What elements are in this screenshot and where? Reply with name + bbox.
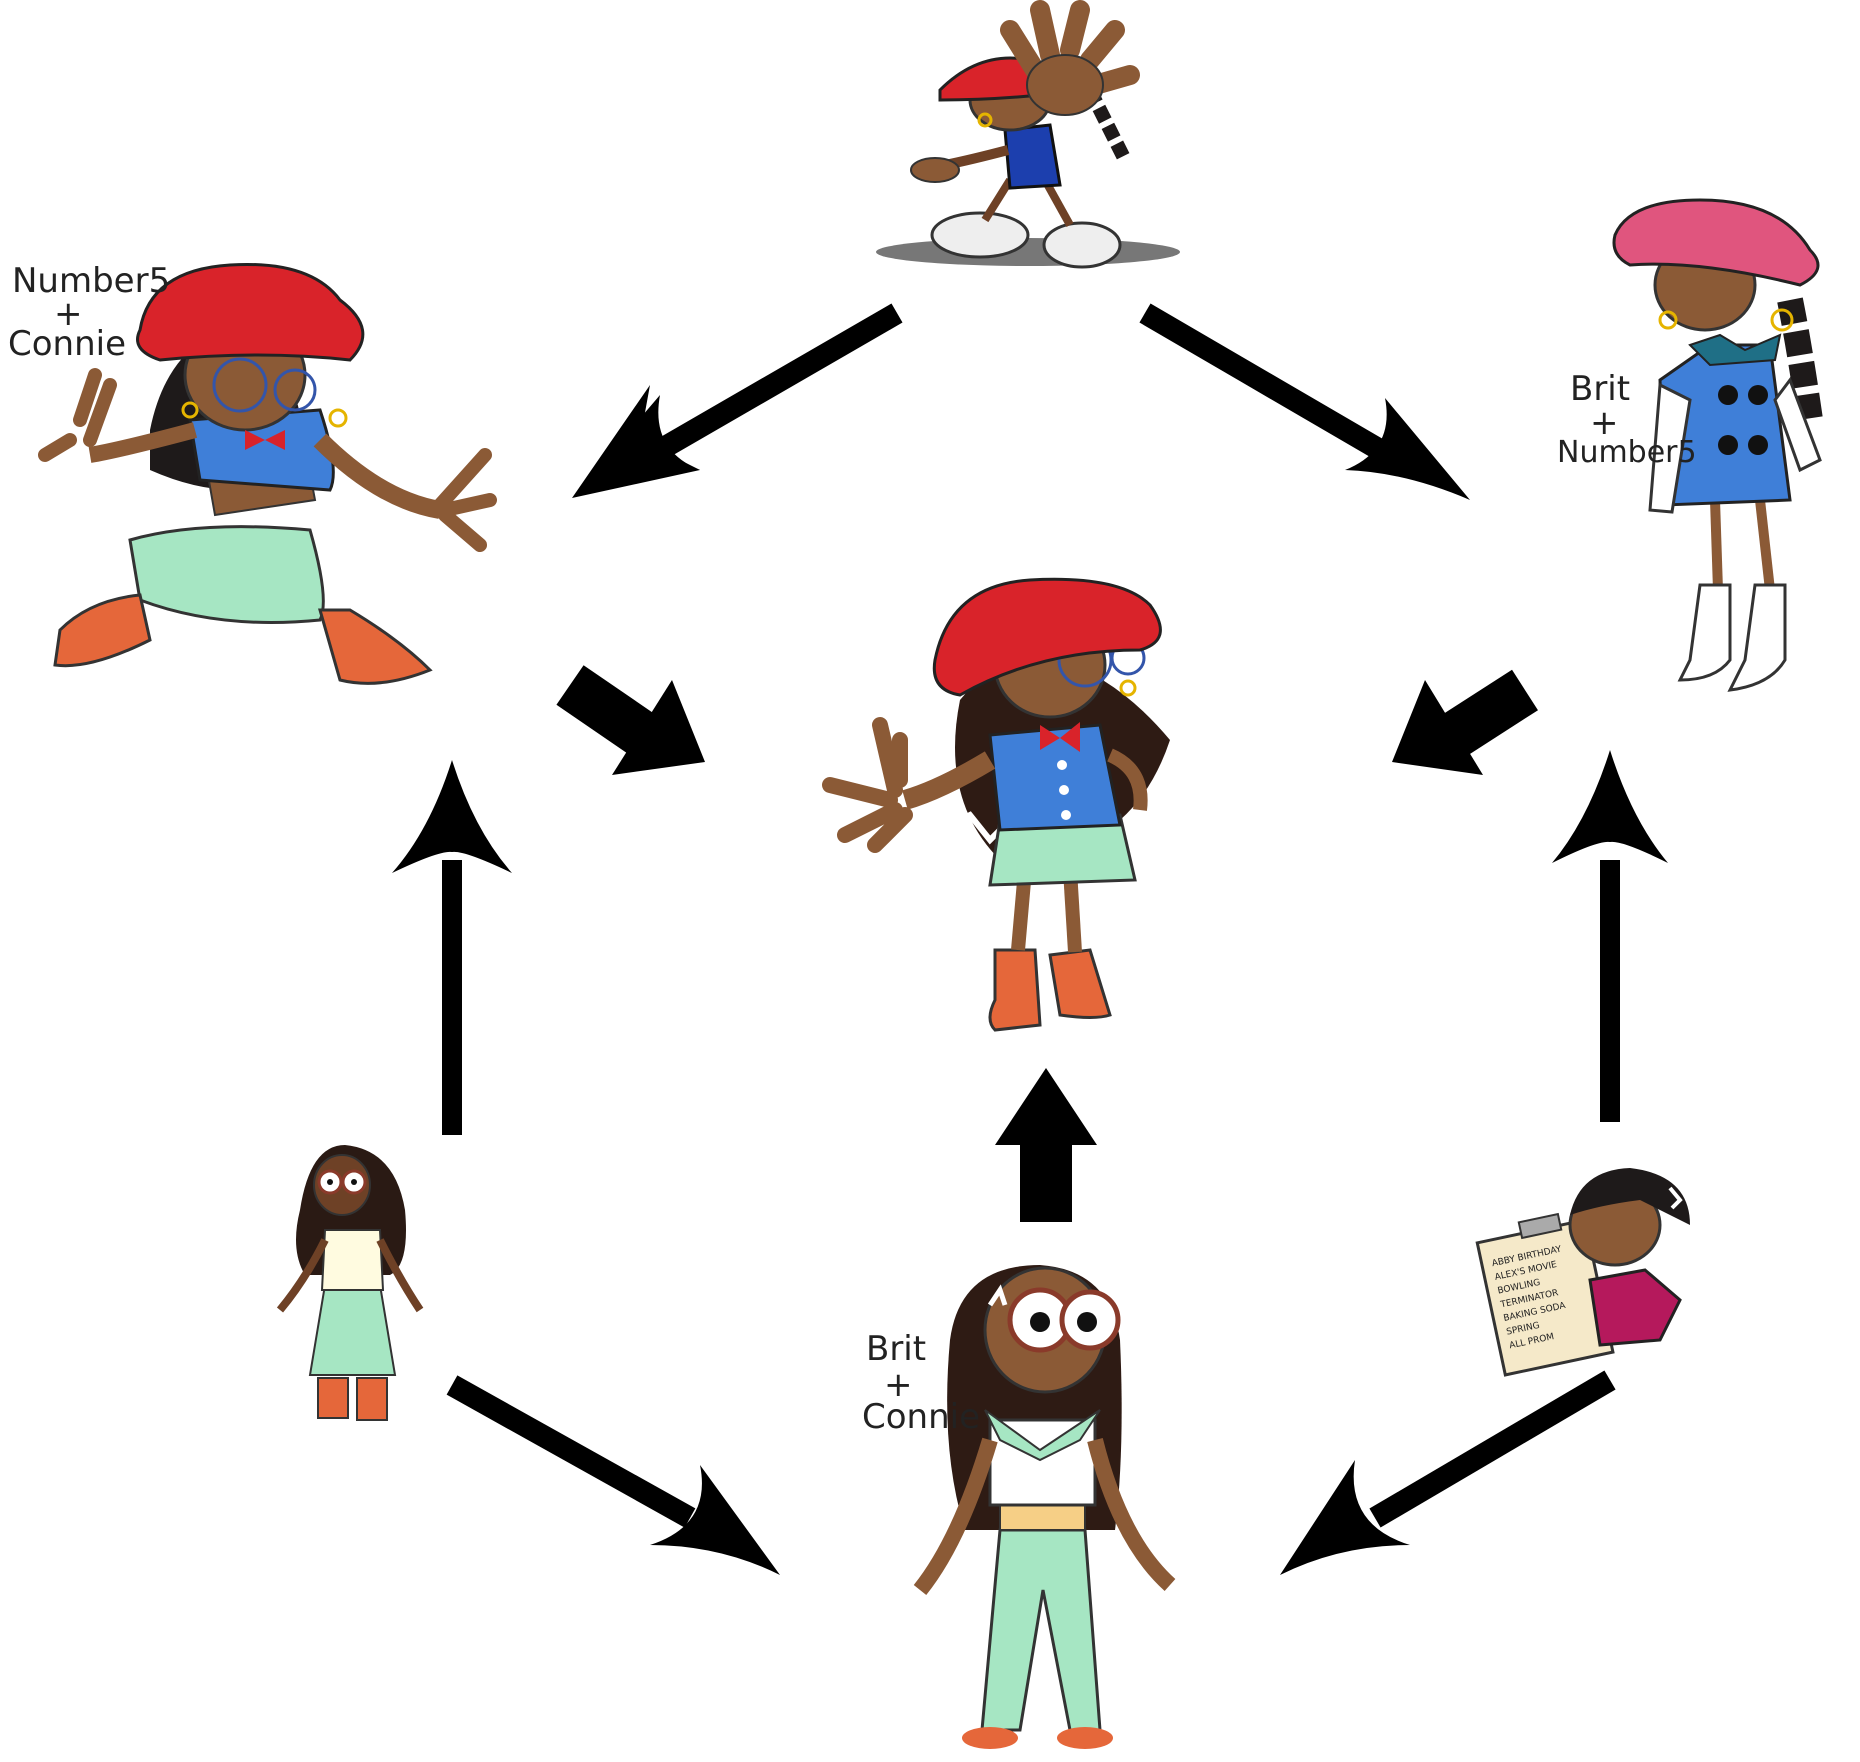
label-brit-connie-line1: Brit (866, 1329, 926, 1369)
connie-character-icon (276, 1145, 424, 1421)
arrow-top-to-left (572, 303, 903, 498)
arrow-right-to-center (1392, 669, 1538, 775)
brit-character-icon: ABBY BIRTHDAY ALEX'S MOVIE BOWLING TERMI… (1475, 1168, 1690, 1377)
label-brit-number5-line1: Brit (1570, 369, 1630, 409)
label-number5-connie-line1: Number5 (12, 261, 170, 301)
arrow-top-to-right (1139, 303, 1470, 500)
brit-number5-fusion-icon (1612, 198, 1823, 692)
arrow-bottomleft-to-bottom (446, 1375, 780, 1575)
label-number5-connie-line3: Connie (8, 324, 126, 364)
clipboard-icon: ABBY BIRTHDAY ALEX'S MOVIE BOWLING TERMI… (1475, 1212, 1615, 1377)
label-brit-connie-line3: Connie (862, 1397, 980, 1437)
number5-connie-fusion-icon (38, 262, 497, 685)
triple-fusion-character-icon (822, 577, 1170, 1032)
label-brit-number5: Brit + Number5 (1557, 369, 1697, 470)
label-number5-connie-line2: + (54, 294, 83, 334)
brit-connie-fusion-icon (913, 1265, 1176, 1749)
arrow-bottomright-to-right (1552, 750, 1668, 1122)
label-brit-number5-line3: Number5 (1557, 435, 1697, 470)
number5-character-icon (876, 0, 1180, 269)
label-brit-connie: Brit + Connie (862, 1329, 980, 1437)
label-brit-number5-line2: + (1590, 403, 1619, 443)
label-brit-connie-line2: + (884, 1365, 913, 1405)
arrow-bottomright-to-bottom (1280, 1370, 1616, 1575)
label-number5-connie: Number5 + Connie (8, 261, 170, 364)
arrow-left-to-center (556, 665, 705, 775)
arrow-bottomleft-to-left (392, 760, 512, 1135)
arrows (392, 303, 1668, 1575)
arrow-bottom-to-center (995, 1068, 1097, 1222)
